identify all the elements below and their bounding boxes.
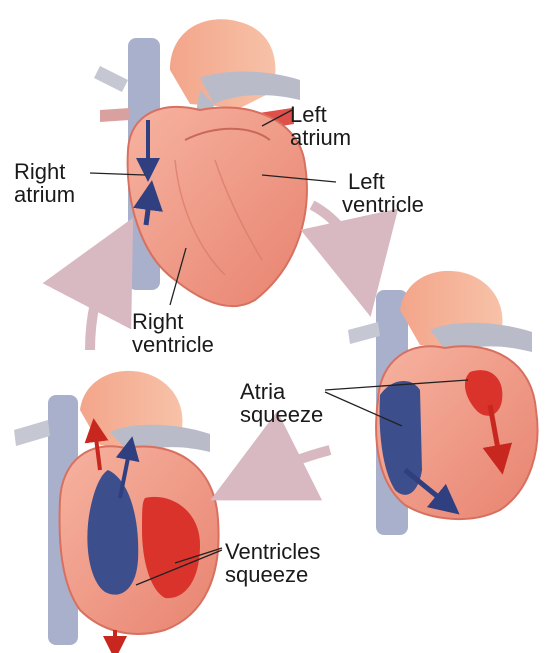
label-line: Left — [290, 103, 351, 126]
label-line: atrium — [14, 183, 75, 206]
label-line: atrium — [290, 126, 351, 149]
label-line: ventricle — [132, 333, 214, 356]
label-line: Right — [132, 310, 214, 333]
cycle-arrow-icon — [255, 450, 330, 478]
label-left-ventricle: Left ventricle — [348, 170, 424, 216]
label-line: squeeze — [240, 403, 323, 426]
label-line: Atria — [240, 380, 323, 403]
label-line: Ventricles — [225, 540, 320, 563]
label-right-ventricle: Right ventricle — [132, 310, 214, 356]
label-line: Right — [14, 160, 75, 183]
cycle-arrow-icon — [90, 262, 110, 350]
heart-atria-squeeze — [348, 271, 538, 535]
label-line: ventricle — [342, 193, 424, 216]
label-ventricles-squeeze: Ventricles squeeze — [225, 540, 320, 586]
label-line: squeeze — [225, 563, 320, 586]
label-line: Left — [348, 170, 424, 193]
heart-relaxed — [94, 19, 307, 306]
label-atria-squeeze: Atria squeeze — [240, 380, 323, 426]
heart-ventricles-squeeze — [14, 371, 219, 648]
label-right-atrium: Right atrium — [14, 160, 75, 206]
label-left-atrium: Left atrium — [290, 103, 351, 149]
